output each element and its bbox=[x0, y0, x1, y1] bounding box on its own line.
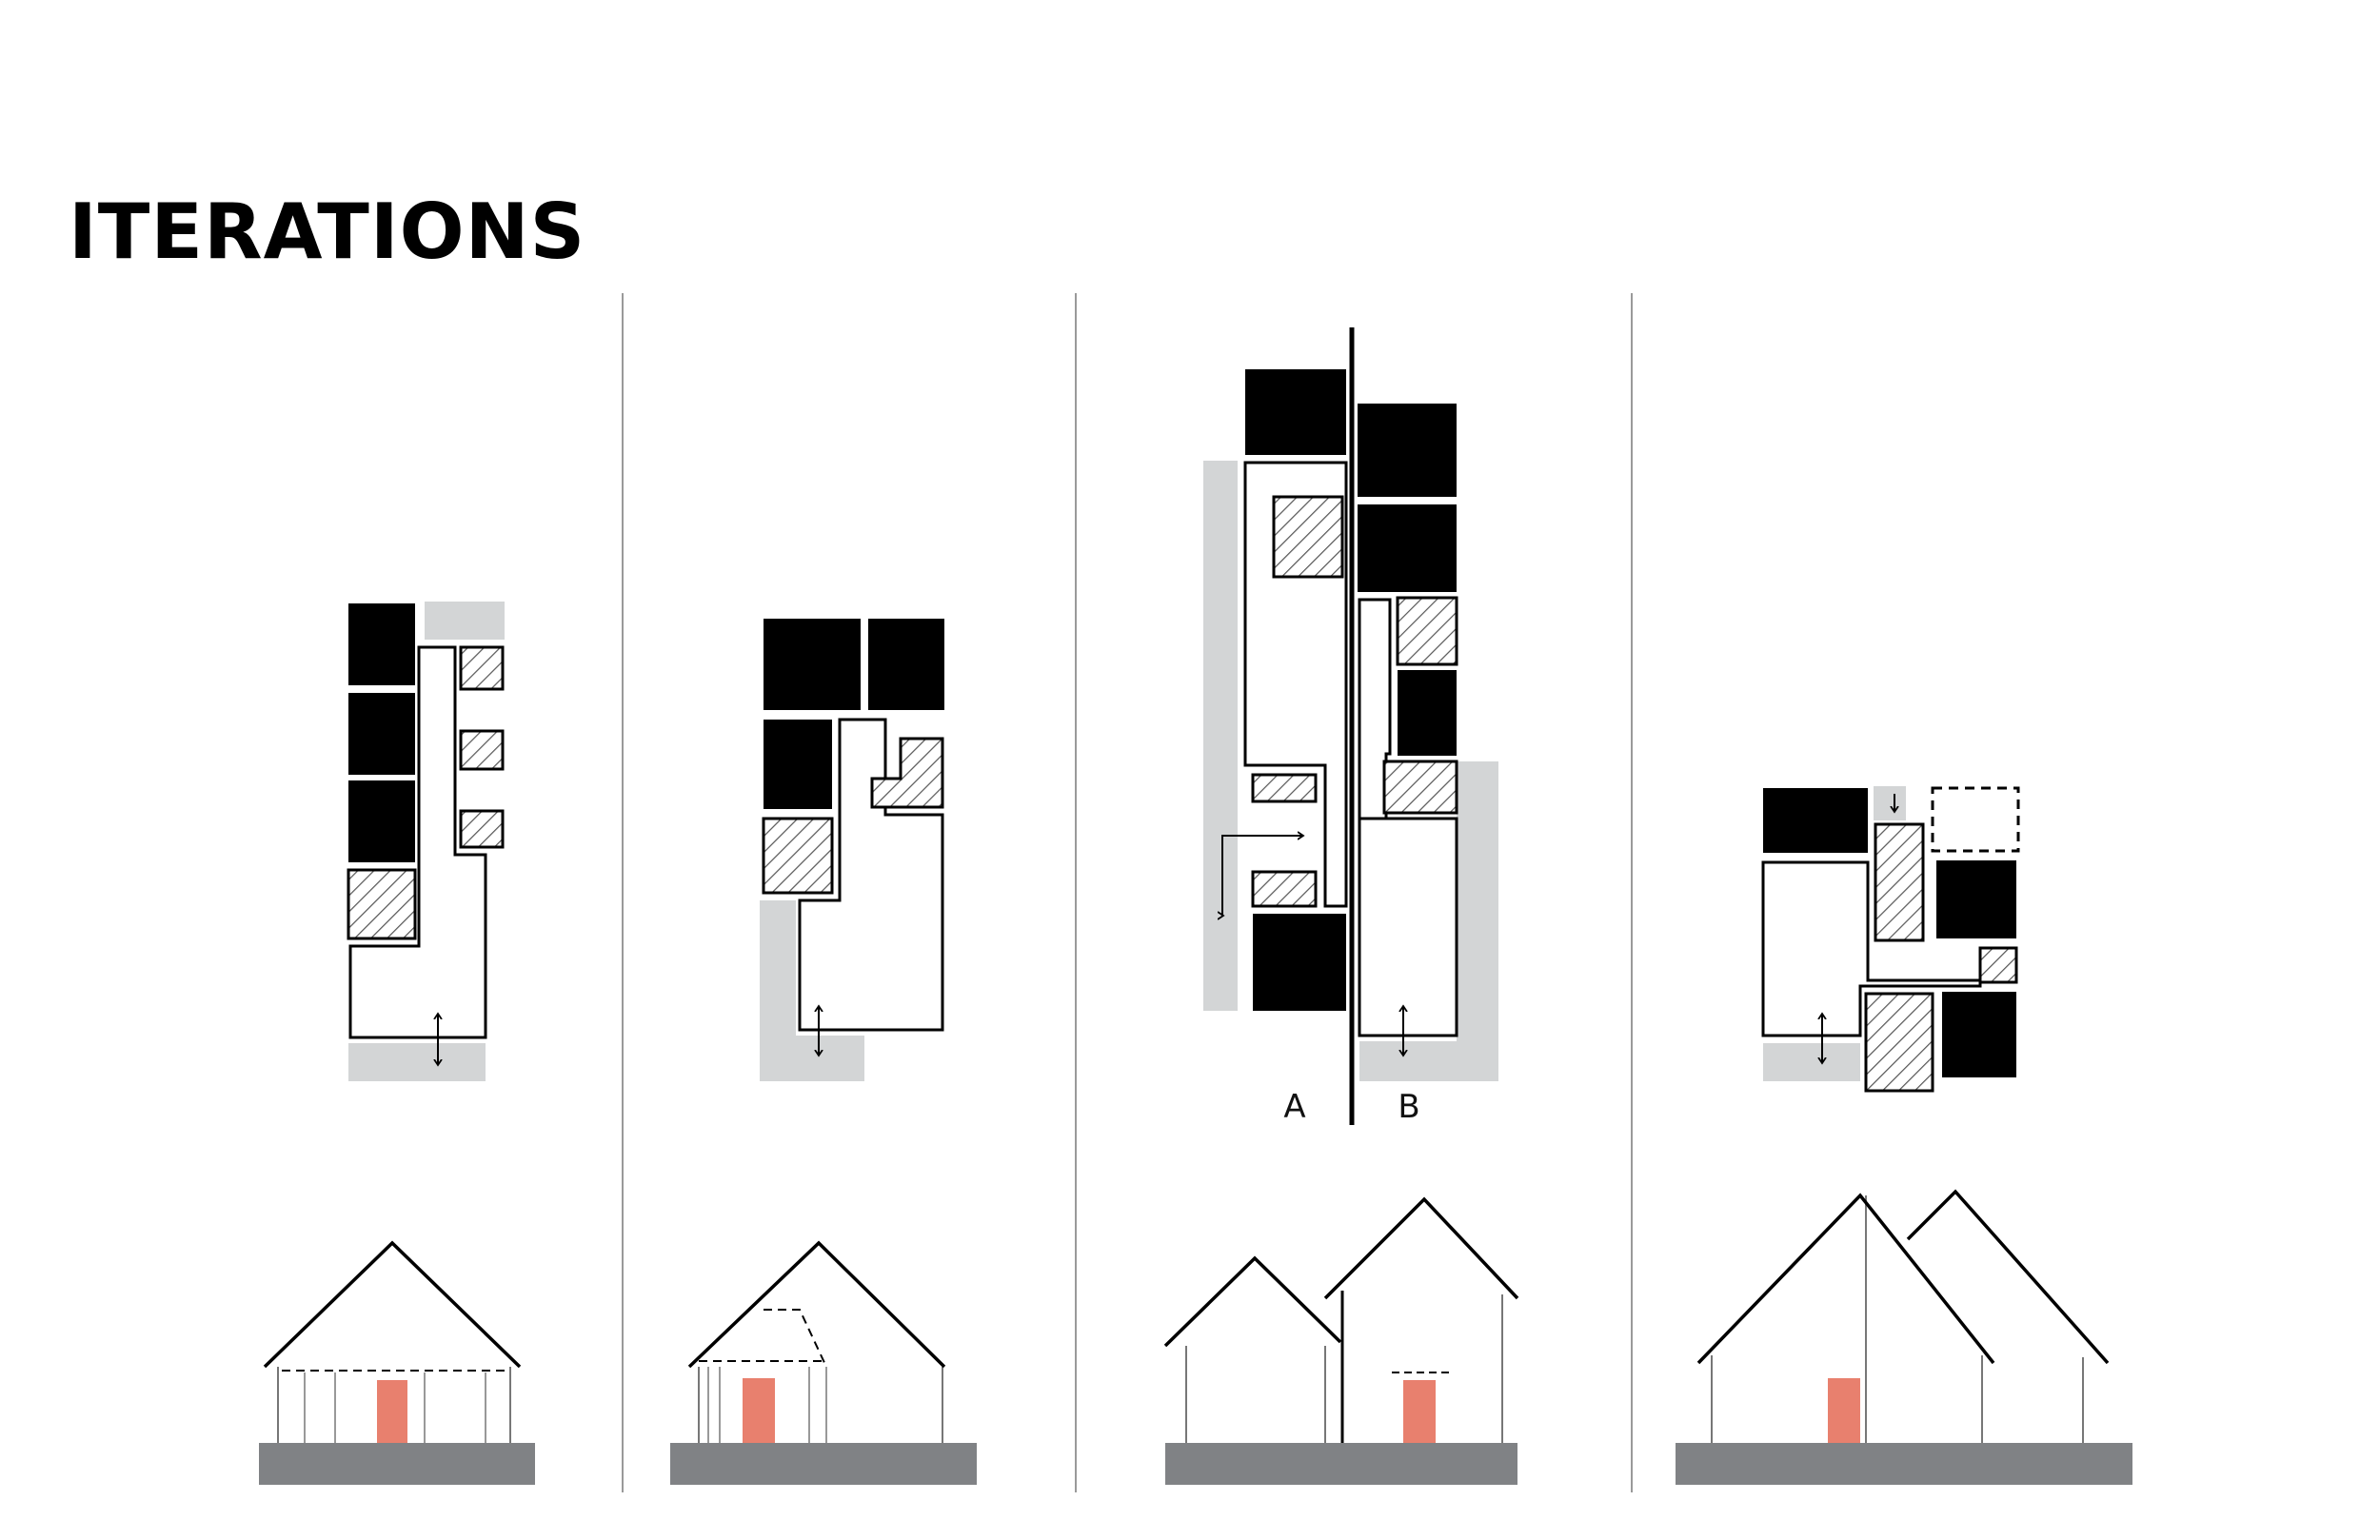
floor-plan-2 bbox=[760, 619, 944, 1081]
room-block bbox=[868, 619, 944, 710]
wet-area bbox=[1251, 870, 1318, 908]
roof-outline bbox=[1696, 1193, 1995, 1365]
wet-area bbox=[1272, 495, 1344, 579]
wet-area bbox=[1864, 992, 1934, 1093]
room-block bbox=[1358, 404, 1457, 497]
elevation-1 bbox=[259, 1240, 535, 1485]
access-path bbox=[1874, 786, 1906, 820]
door bbox=[743, 1378, 775, 1443]
roof-outline bbox=[687, 1240, 946, 1369]
future-room bbox=[1931, 786, 2020, 853]
room-block bbox=[1936, 860, 2016, 938]
room-block bbox=[348, 603, 415, 685]
iteration-1 bbox=[259, 602, 535, 1485]
room-block bbox=[1245, 369, 1346, 455]
room-block bbox=[1358, 504, 1457, 592]
floor-plan-4 bbox=[1761, 786, 2020, 1093]
wet-area bbox=[459, 645, 505, 691]
room-block bbox=[348, 780, 415, 862]
access-path bbox=[1763, 1043, 1860, 1081]
iteration-2 bbox=[670, 619, 977, 1485]
iteration-4 bbox=[1676, 786, 2132, 1485]
access-path bbox=[1203, 461, 1238, 1011]
floor-plan-3: A B bbox=[1203, 327, 1498, 1126]
wet-area bbox=[459, 809, 505, 849]
iteration-3: A B bbox=[1163, 327, 1519, 1485]
room-block bbox=[1763, 788, 1868, 853]
wet-area bbox=[1396, 596, 1458, 666]
porch-roof-dashed bbox=[764, 1309, 827, 1368]
plan-label-a: A bbox=[1283, 1088, 1305, 1126]
wet-area bbox=[1251, 773, 1318, 803]
circulation-space bbox=[798, 718, 944, 1032]
access-path bbox=[425, 602, 505, 640]
circulation-space-b bbox=[1358, 817, 1458, 1037]
access-path bbox=[1359, 761, 1498, 1081]
access-path bbox=[348, 1043, 486, 1081]
roof-outline bbox=[1323, 1196, 1519, 1300]
wet-area bbox=[1382, 760, 1458, 815]
circulation-space bbox=[1761, 860, 1982, 1037]
room-block bbox=[1398, 670, 1457, 756]
door bbox=[377, 1380, 407, 1443]
ground-base bbox=[259, 1443, 535, 1485]
entry-arrow bbox=[1221, 836, 1302, 916]
room-block bbox=[1253, 914, 1346, 1011]
elevation-4 bbox=[1676, 1189, 2132, 1485]
page-title: ITERATIONS bbox=[69, 188, 586, 276]
room-block bbox=[764, 720, 832, 809]
access-path bbox=[760, 900, 864, 1081]
ground-base bbox=[1676, 1443, 2132, 1485]
roof-outline bbox=[263, 1240, 522, 1369]
wet-area bbox=[762, 817, 834, 895]
elevation-3 bbox=[1163, 1196, 1519, 1485]
room-block bbox=[764, 619, 861, 710]
ground-base bbox=[1165, 1443, 1517, 1485]
roof-outline bbox=[1163, 1255, 1342, 1348]
room-block bbox=[348, 693, 415, 775]
plan-label-b: B bbox=[1398, 1088, 1419, 1126]
floor-plan-1 bbox=[347, 602, 505, 1081]
wet-area bbox=[870, 737, 944, 809]
roof-outline bbox=[1906, 1189, 2110, 1365]
wet-area bbox=[1978, 946, 2018, 984]
wet-area bbox=[347, 868, 417, 940]
room-block bbox=[1942, 992, 2016, 1077]
ground-base bbox=[670, 1443, 977, 1485]
wet-area bbox=[459, 729, 505, 771]
door bbox=[1828, 1378, 1860, 1443]
elevation-2 bbox=[670, 1240, 977, 1485]
circulation-space bbox=[348, 645, 487, 1039]
door bbox=[1403, 1380, 1436, 1443]
wet-area bbox=[1874, 822, 1925, 942]
